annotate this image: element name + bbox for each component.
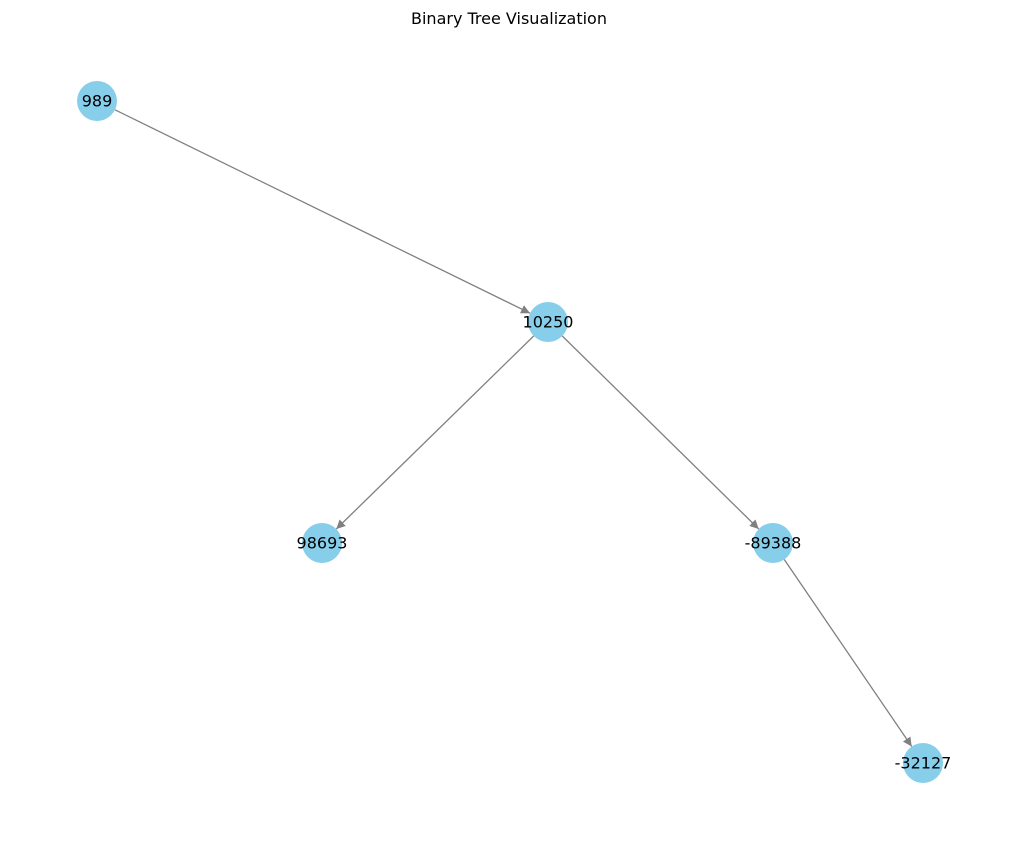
tree-node: -89388 [745, 523, 802, 563]
node-label: 989 [82, 92, 113, 111]
nodes-layer: 989 10250 98693 -89388 -32127 [77, 81, 951, 783]
node-label: 98693 [297, 534, 348, 553]
node-label: 10250 [523, 313, 574, 332]
edges-layer [114, 109, 913, 747]
edge-10250-to--89388 [561, 335, 760, 530]
node-circle [903, 743, 943, 783]
edge-989-to-10250 [114, 109, 531, 314]
node-label: -32127 [895, 754, 952, 773]
tree-node: -32127 [895, 743, 952, 783]
tree-node: 10250 [523, 302, 574, 342]
node-circle [528, 302, 568, 342]
node-circle [77, 81, 117, 121]
node-label: -89388 [745, 534, 802, 553]
diagram-title: Binary Tree Visualization [411, 9, 607, 28]
tree-node: 989 [77, 81, 117, 121]
tree-node: 98693 [297, 523, 348, 563]
node-circle [302, 523, 342, 563]
node-circle [753, 523, 793, 563]
edge-10250-to-98693 [335, 335, 535, 530]
edge--89388-to--32127 [783, 559, 913, 747]
